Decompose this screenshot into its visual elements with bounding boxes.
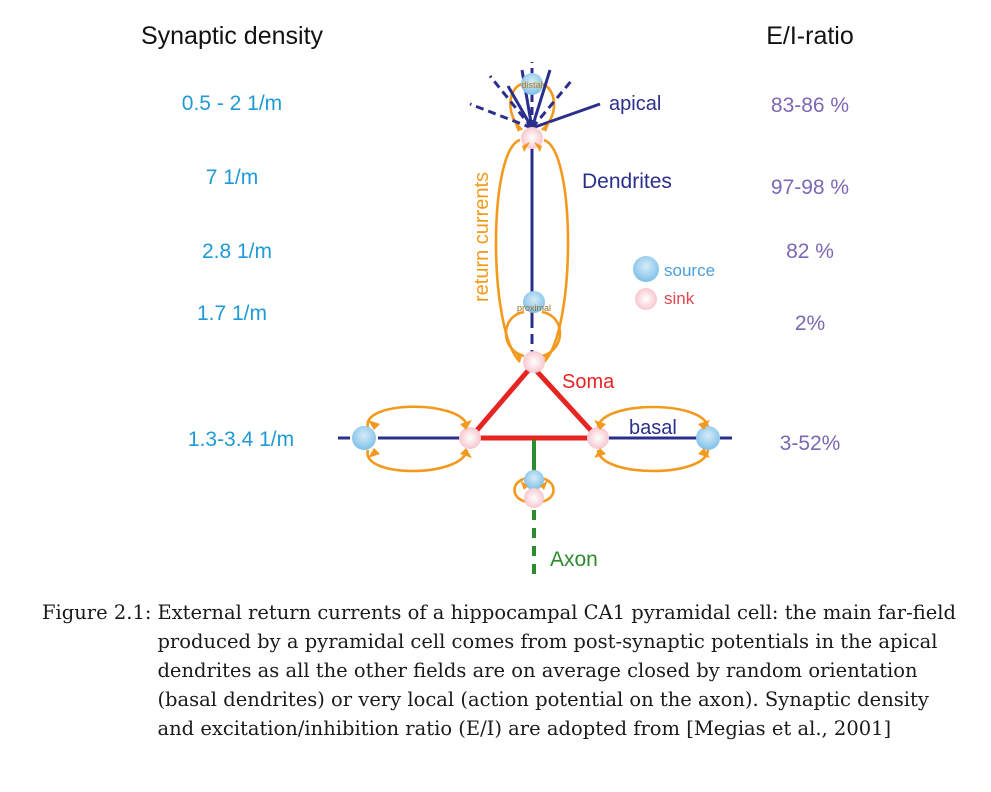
ei-value: 97-98 %	[771, 176, 849, 199]
ei-ratio-header: E/I-ratio	[766, 22, 854, 50]
return-current-loops	[366, 82, 710, 504]
apical-label: apical	[609, 93, 661, 115]
apical-dendrites	[469, 62, 601, 358]
density-value: 7 1/m	[206, 166, 259, 189]
caption-text: External return currents of a hippocampa…	[157, 601, 956, 740]
figure-caption: Figure 2.1: External return currents of …	[42, 598, 967, 743]
return-currents-label: return currents	[471, 172, 493, 302]
axon-label: Axon	[550, 548, 598, 571]
basal-label: basal	[629, 417, 677, 439]
caption-label: Figure 2.1:	[42, 601, 152, 624]
legend-source-label: source	[664, 261, 715, 280]
legend-sink-label: sink	[664, 289, 695, 308]
legend-sink-dot	[635, 288, 657, 310]
soma-triangle	[470, 364, 598, 441]
density-value: 1.7 1/m	[197, 302, 267, 325]
current-arrowheads	[368, 122, 710, 490]
ei-value: 83-86 %	[771, 94, 849, 117]
legend-source-dot	[633, 256, 659, 282]
ei-value: 3-52%	[780, 432, 841, 455]
density-value: 2.8 1/m	[202, 240, 272, 263]
ei-value: 82 %	[786, 240, 834, 263]
density-value: 0.5 - 2 1/m	[182, 92, 282, 115]
legend: source sink	[633, 256, 715, 310]
proximal-label: proximal	[517, 303, 551, 313]
dendrites-label: Dendrites	[582, 170, 672, 193]
soma-label: Soma	[562, 371, 615, 393]
synaptic-density-header: Synaptic density	[141, 22, 324, 50]
neuron-figure: Synaptic density E/I-ratio 0.5 - 2 1/m 7…	[141, 22, 854, 578]
sink-nodes	[459, 127, 609, 508]
source-nodes	[352, 73, 720, 490]
density-value: 1.3-3.4 1/m	[188, 428, 294, 451]
ei-value: 2%	[795, 312, 825, 335]
distal-label: distal	[521, 80, 542, 90]
